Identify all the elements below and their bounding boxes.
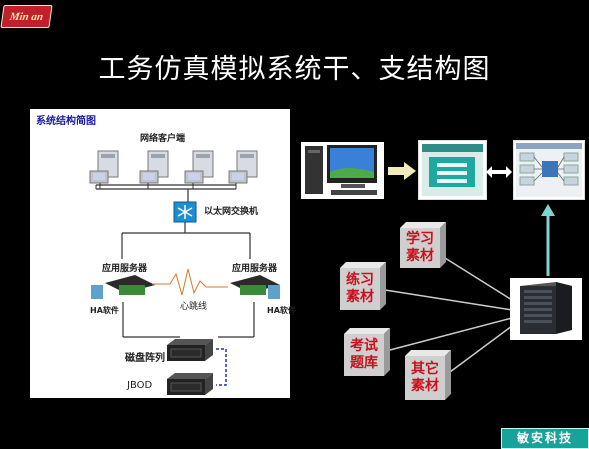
- module-other-label: 其它 素材: [411, 361, 439, 394]
- panel-title: 系统结构简图: [36, 116, 96, 127]
- server-tower-icon: [520, 282, 572, 334]
- module-practice: 练习 素材: [340, 262, 386, 310]
- software-screen-1: [418, 140, 487, 200]
- module-exam: 考试 题库: [344, 328, 390, 376]
- client-computer-icon: [139, 150, 169, 184]
- page-title: 工务仿真模拟系统干、支结构图: [98, 54, 491, 85]
- brand-label: 敏安科技: [501, 428, 589, 449]
- client-computer-icon: [228, 150, 258, 184]
- module-study: 学习 素材: [400, 222, 446, 268]
- desktop-computer-icon: [305, 145, 377, 195]
- ha-right-label: HA软件: [267, 306, 296, 315]
- module-exam-label: 考试 题库: [350, 338, 378, 371]
- module-other: 其它 素材: [405, 350, 451, 400]
- switch-label: 以太网交换机: [204, 207, 259, 217]
- server-right-label: 应用服务器: [232, 264, 278, 274]
- jbod-icon: [167, 373, 213, 395]
- client-computer-icon: [184, 150, 214, 184]
- module-practice-label: 练习 素材: [346, 272, 374, 305]
- client-computer-icon: [89, 150, 119, 184]
- double-arrow-icon: [486, 166, 512, 178]
- heartbeat-wave: [152, 268, 228, 296]
- disk-array-label: 磁盘阵列: [125, 353, 165, 364]
- software-screen-2: [513, 140, 585, 200]
- module-study-label: 学习 素材: [406, 231, 434, 264]
- heartbeat-label: 心跳线: [180, 302, 208, 312]
- server-left-label: 应用服务器: [102, 264, 148, 274]
- jbod-label: JBOD: [127, 380, 153, 391]
- server-left-icon: [91, 275, 155, 299]
- switch-icon: [173, 201, 197, 223]
- arrow-right-icon: [388, 162, 416, 180]
- ha-left-label: HA软件: [90, 306, 119, 315]
- diagram-drawing: [89, 150, 280, 395]
- clients-label: 网络客户端: [140, 134, 186, 144]
- server-right-icon: [230, 275, 280, 299]
- server-tower-image: [510, 278, 582, 340]
- desktop-computer-image: [301, 142, 384, 199]
- system-structure-panel: 系统结构简图 网络客户端: [30, 109, 296, 398]
- disk-array-icon: [167, 339, 213, 361]
